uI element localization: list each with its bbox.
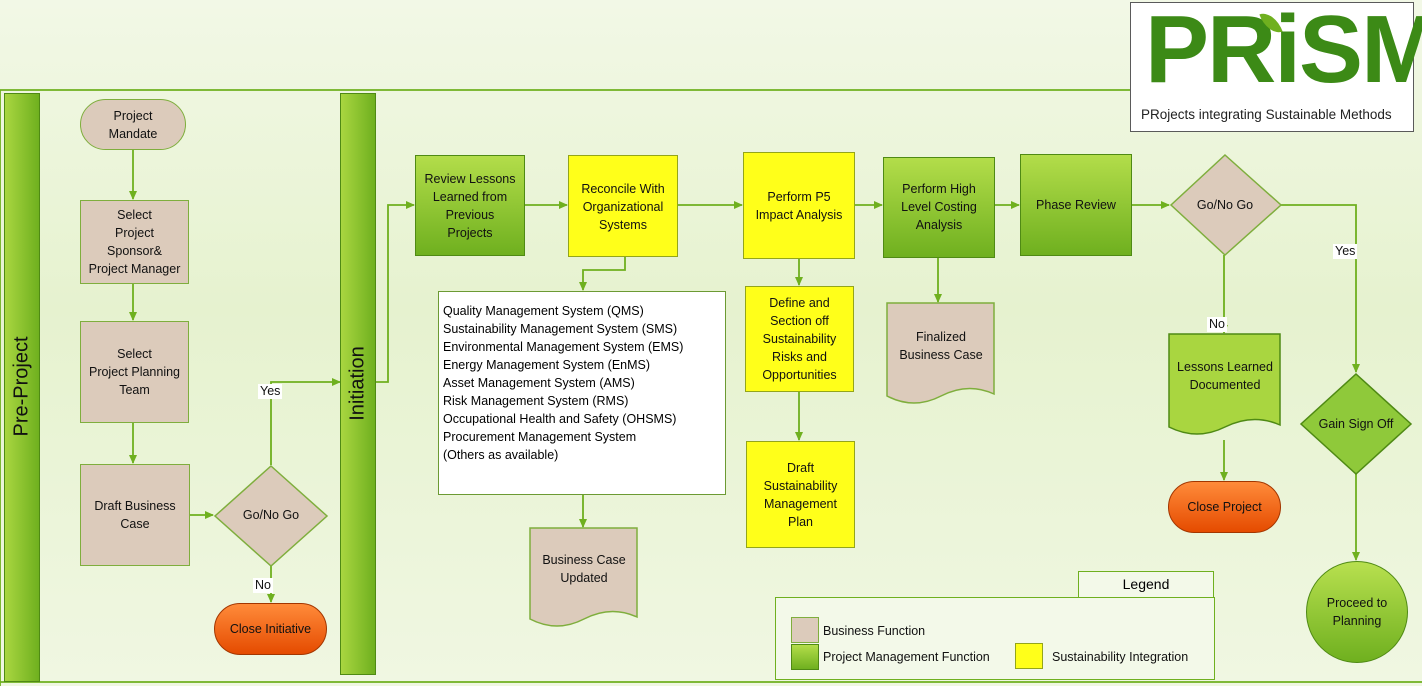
gain-sign-off-decision xyxy=(1299,372,1413,476)
system-item: Sustainability Management System (SMS) xyxy=(443,322,678,336)
proceed-to-planning-node: Proceed to Planning xyxy=(1306,561,1408,663)
close-initiative-node: Close Initiative xyxy=(214,603,327,655)
go-no-go-label-pre: Go/No Go xyxy=(242,508,300,522)
no-label-pre: No xyxy=(253,578,273,593)
logo-wordmark: PRiSM xyxy=(1145,0,1422,103)
connector-yes xyxy=(270,378,341,465)
legend-label-sustainability: Sustainability Integration xyxy=(1052,650,1189,664)
perform-p5-node: Perform P5 Impact Analysis xyxy=(743,152,855,259)
system-item: Asset Management System (AMS) xyxy=(443,376,635,390)
go-no-go-decision-pre xyxy=(213,464,329,568)
system-item: Occupational Health and Safety (OHSMS) xyxy=(443,412,677,426)
lessons-learned-label: Lessons Learned Documented xyxy=(1177,360,1273,392)
prism-logo: PRiSM PRojects integrating Sustainable M… xyxy=(1130,0,1422,132)
logo-tagline: PRojects integrating Sustainable Methods xyxy=(1141,107,1392,122)
go-no-go-label-init: Go/No Go xyxy=(1196,198,1254,212)
lane-header-pre-project xyxy=(4,93,40,682)
legend-box xyxy=(775,597,1215,680)
system-item: Environmental Management System (EMS) xyxy=(443,340,684,354)
project-mandate-node: Project Mandate xyxy=(80,99,186,150)
legend-swatch-project-management xyxy=(791,644,819,670)
connector xyxy=(376,201,415,383)
legend-title: Legend xyxy=(1078,571,1214,597)
connector xyxy=(579,257,626,291)
select-sponsor-node: Select Project Sponsor& Project Manager xyxy=(80,200,189,284)
legend-label-business: Business Function xyxy=(823,624,926,638)
go-no-go-decision-init xyxy=(1169,153,1283,257)
system-item: (Others as available) xyxy=(443,448,559,462)
system-item: Risk Management System (RMS) xyxy=(443,394,629,408)
organizational-systems-list: Quality Management System (QMS) Sustaina… xyxy=(438,291,726,495)
perform-costing-node: Perform High Level Costing Analysis xyxy=(883,157,995,258)
system-item: Procurement Management System xyxy=(443,430,637,444)
draft-business-case-node: Draft Business Case xyxy=(80,464,190,566)
phase-review-node: Phase Review xyxy=(1020,154,1132,256)
legend-swatch-sustainability xyxy=(1015,643,1043,669)
business-case-updated-document xyxy=(529,527,638,627)
finalized-business-case-document xyxy=(886,302,995,404)
yes-label-pre: Yes xyxy=(258,384,283,399)
finalized-business-case-label: Finalized Business Case xyxy=(899,330,983,362)
yes-label-init: Yes xyxy=(1333,244,1358,259)
no-label-init: No xyxy=(1207,317,1227,332)
close-project-node: Close Project xyxy=(1168,481,1281,533)
system-item: Energy Management System (EnMS) xyxy=(443,358,651,372)
define-section-risks-node: Define and Section off Sustainability Ri… xyxy=(745,286,854,392)
business-case-updated-label: Business Case Updated xyxy=(542,553,626,585)
legend-label-project-management: Project Management Function xyxy=(823,650,990,664)
legend-swatch-business xyxy=(791,617,819,643)
review-lessons-node: Review Lessons Learned from Previous Pro… xyxy=(415,155,525,256)
lessons-learned-document xyxy=(1168,333,1281,435)
reconcile-systems-node: Reconcile With Organizational Systems xyxy=(568,155,678,257)
draft-sustainability-plan-node: Draft Sustainability Management Plan xyxy=(746,441,855,548)
connector-yes xyxy=(1281,204,1360,373)
lane-label-initiation: Initiation xyxy=(346,346,369,421)
system-item: Quality Management System (QMS) xyxy=(443,304,644,318)
select-planning-team-node: Select Project Planning Team xyxy=(80,321,189,423)
lane-header-initiation xyxy=(340,93,376,675)
gain-sign-off-label: Gain Sign Off xyxy=(1318,417,1394,431)
lane-label-pre-project: Pre-Project xyxy=(10,336,33,437)
